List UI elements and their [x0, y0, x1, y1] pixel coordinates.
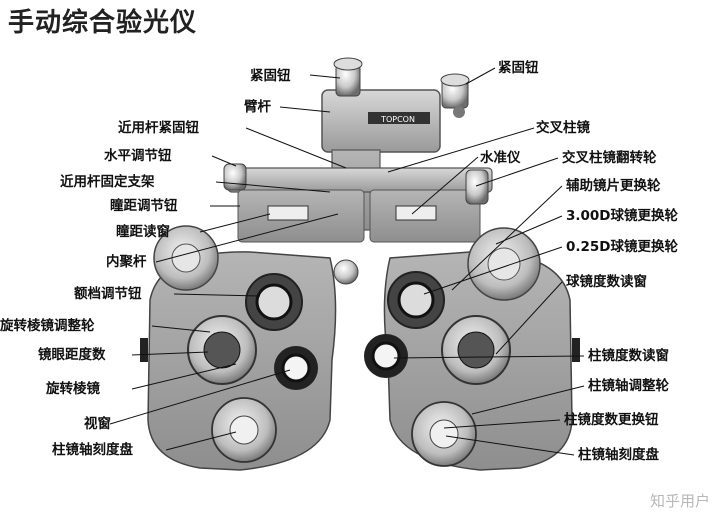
leader-lines-left [109, 74, 347, 451]
label-3d-sphere-wheel: 3.00D球镜更换轮 [566, 208, 679, 224]
label-rotary-prism: 旋转棱镜 [46, 381, 100, 397]
label-025d-sphere-wheel: 0.25D球镜更换轮 [566, 239, 679, 255]
leader-lines-right [387, 67, 585, 456]
label-aux-lens-wheel: 辅助镜片更换轮 [566, 178, 661, 194]
label-right-cyl-axis-scale: 柱镜轴刻度盘 [578, 447, 659, 463]
label-viewing-window: 视窗 [84, 416, 111, 432]
label-forehead-rest-knob: 额档调节钮 [74, 286, 142, 302]
horizontal-rail [223, 163, 493, 285]
label-pd-adjust-knob: 瞳距调节钮 [110, 198, 178, 214]
label-level-adjust-knob: 水平调节钮 [104, 148, 172, 164]
label-cyl-reading-window: 柱镜度数读窗 [588, 348, 669, 364]
label-vertex-distance: 镜眼距度数 [38, 347, 106, 363]
label-convergence-rod: 内聚杆 [106, 254, 147, 270]
label-left-cyl-axis-scale: 柱镜轴刻度盘 [52, 442, 133, 458]
label-near-rod-bracket: 近用杆固定支架 [60, 174, 155, 190]
watermark: 知乎用户 [649, 492, 710, 510]
label-cross-cylinder: 交叉柱镜 [536, 120, 590, 136]
label-left-locking-knob: 紧固钮 [250, 68, 291, 84]
label-cross-cyl-flip-wheel: 交叉柱镜翻转轮 [562, 150, 657, 166]
label-pd-window: 瞳距读窗 [116, 224, 170, 240]
figure-title: 手动综合验光仪 [8, 8, 198, 38]
label-cyl-power-knob: 柱镜度数更换钮 [564, 412, 659, 428]
label-right-locking-knob: 紧固钮 [498, 60, 539, 76]
brand-plate: TOPCON [380, 115, 415, 124]
label-arm: 臂杆 [244, 99, 271, 115]
label-near-rod-locking-knob: 近用杆紧固钮 [118, 120, 199, 136]
right-eye-unit [364, 227, 580, 471]
left-eye-unit [140, 225, 337, 471]
label-cyl-axis-wheel: 柱镜轴调整轮 [588, 378, 669, 394]
label-spirit-level: 水准仪 [480, 150, 521, 166]
label-rotary-prism-wheel: 旋转棱镜调整轮 [0, 318, 95, 334]
label-sphere-reading-window: 球镜度数读窗 [566, 274, 647, 290]
